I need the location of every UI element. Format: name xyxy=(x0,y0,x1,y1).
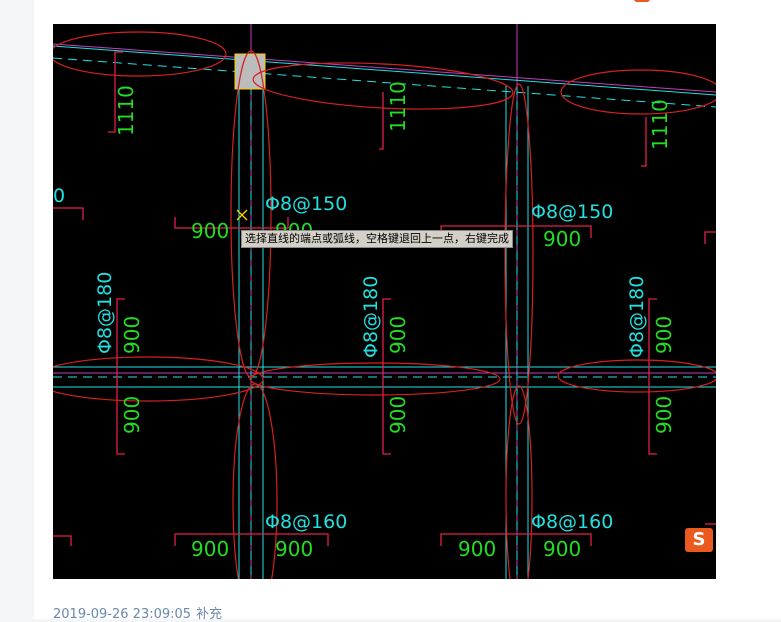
dim-text-1110-a: 1110 xyxy=(114,85,138,136)
snap-cursor xyxy=(236,209,248,221)
dim-text-900-f: 900 xyxy=(386,316,410,354)
dim-text-900-m: 900 xyxy=(458,537,496,561)
markup-ellipse-top-left xyxy=(53,31,227,77)
rebar-text-150-a: Φ8@150 xyxy=(265,193,347,215)
dim-text-900-n: 900 xyxy=(543,537,581,561)
dim-text-900-g: 900 xyxy=(652,316,676,354)
markup-ellipse-top-right xyxy=(560,69,716,115)
beam-edge-top xyxy=(53,45,716,96)
dim-text-900-k: 900 xyxy=(191,537,229,561)
dim-marker-900-left xyxy=(116,298,125,455)
markup-ellipse-mid-right xyxy=(557,359,716,393)
dim-text-900-e: 900 xyxy=(120,316,144,354)
dim-marker-edge-left xyxy=(53,207,84,220)
edge-label: 0 xyxy=(53,185,65,207)
dim-marker-900-center xyxy=(382,298,391,455)
dim-marker-900-bottom-right xyxy=(440,533,592,546)
dim-marker-1110-b xyxy=(379,92,384,150)
post-timestamp: 2019-09-26 23:09:05 xyxy=(53,607,192,622)
dim-text-900-l: 900 xyxy=(275,537,313,561)
dim-text-900-a: 900 xyxy=(191,219,229,243)
beam-center-top xyxy=(53,57,716,108)
markup-ellipse-top-center xyxy=(252,62,514,110)
rebar-text-180-c: Φ8@180 xyxy=(626,276,648,358)
axis-line-sloped xyxy=(53,43,716,93)
dim-text-900-j: 900 xyxy=(652,396,676,434)
dim-marker-1110-c xyxy=(641,117,647,167)
cad-drawing-canvas[interactable]: 1110 1110 1110 900 900 900 900 900 900 9… xyxy=(53,24,716,579)
command-prompt-tooltip: 选择直线的端点或弧线，空格键退回上一点，右键完成 xyxy=(241,230,513,248)
column-block xyxy=(234,53,266,90)
rebar-text-180-a: Φ8@180 xyxy=(94,272,116,354)
markup-ellipse-mid-center xyxy=(249,362,501,396)
dim-marker-900-bottom-left xyxy=(174,533,329,546)
beam-lines xyxy=(53,45,716,579)
rebar-text-150-b: Φ8@150 xyxy=(531,201,613,223)
rebar-text-160-b: Φ8@160 xyxy=(531,511,613,533)
sogou-ime-icon[interactable]: S xyxy=(685,528,713,552)
dim-text-900-i: 900 xyxy=(386,396,410,434)
cad-drawing: 1110 1110 1110 900 900 900 900 900 900 9… xyxy=(53,24,716,579)
dim-marker-edge-right xyxy=(704,231,716,244)
rebar-text-180-b: Φ8@180 xyxy=(360,276,382,358)
dim-text-1110-b: 1110 xyxy=(386,81,410,132)
post-footer: 2019-09-26 23:09:05 补充 xyxy=(53,603,222,622)
markup-ellipse-column-bottom-right xyxy=(505,385,533,579)
markup-ellipse-column-bottom-left xyxy=(232,383,278,579)
dimension-lines xyxy=(53,51,716,546)
rebar-text-160-a: Φ8@160 xyxy=(265,511,347,533)
dim-text-1110-c: 1110 xyxy=(648,99,672,150)
markup-ellipse-mid-left xyxy=(53,356,264,402)
markup-ellipses xyxy=(53,31,716,579)
axis-lines xyxy=(53,24,716,579)
ime-toolbar-tab[interactable] xyxy=(634,0,650,2)
dim-marker-edge-bottom-left xyxy=(53,535,72,546)
dim-marker-900-right xyxy=(648,298,657,455)
dim-text-900-h: 900 xyxy=(120,396,144,434)
supplement-link[interactable]: 补充 xyxy=(196,607,223,622)
dim-marker-1110-a xyxy=(108,51,123,133)
markup-ellipse-column-top-right xyxy=(504,83,534,425)
dim-text-900-d: 900 xyxy=(543,227,581,251)
